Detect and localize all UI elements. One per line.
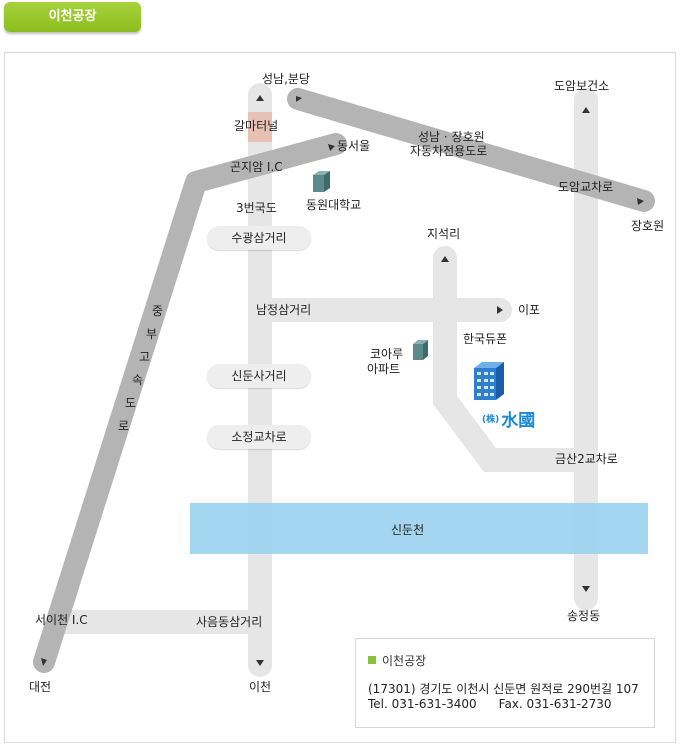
label-dongwon-univ: 동원대학교 (306, 198, 362, 212)
label-namjeong: 남정삼거리 (256, 303, 312, 317)
coaru-building (413, 340, 428, 360)
label-coaru-1: 코아루 (370, 347, 404, 361)
logo-prefix: (株) (482, 415, 500, 425)
jungbu-char-4: 속 (132, 373, 144, 387)
sojeong-junction: 소정교차로 (207, 425, 311, 449)
info-contact: Tel. 031-631-3400 Fax. 031-631-2730 (368, 697, 612, 711)
arrow-janghowon (637, 198, 644, 205)
factory-tab[interactable]: 이천공장 (4, 2, 141, 32)
jiseokri-road (433, 246, 598, 472)
label-sindun-stream: 신둔천 (391, 523, 425, 537)
label-jiseokri: 지석리 (427, 227, 461, 241)
label-ipo: 이포 (518, 303, 541, 317)
tunnel-mark (248, 112, 272, 142)
sugwang-junction: 수광삼거리 (207, 226, 311, 250)
info-tel: Tel. 031-631-3400 (368, 697, 477, 711)
arrow-up-doam (582, 107, 590, 113)
label-doam-junction: 도암교차로 (558, 180, 614, 194)
label-gonjiam-ic: 곤지암 I.C (230, 160, 283, 174)
label-hankook-dupont: 한국듀폰 (463, 332, 508, 346)
label-expressway-2: 자동차전용도로 (410, 144, 488, 158)
label-saeumdong: 사음동삼거리 (196, 615, 263, 629)
label-daejeon: 대전 (29, 680, 52, 694)
jungbu-char-1: 중 (152, 304, 164, 318)
jungbu-char-3: 고 (139, 350, 151, 364)
jungbu-char-5: 도 (125, 396, 137, 410)
company-logo: (株)水國 (482, 406, 535, 431)
logo-name: 水國 (501, 411, 536, 431)
jungbu-expressway-road (33, 133, 347, 673)
label-geumsan: 금산2교차로 (555, 452, 618, 466)
info-fax: Fax. 031-631-2730 (498, 697, 612, 711)
sindunsa-junction: 신둔사거리 (207, 364, 311, 388)
expressway-road (287, 88, 655, 212)
label-seongnam-bundang: 성남,분당 (262, 72, 310, 86)
green-square-icon (368, 656, 376, 664)
info-factory-name: 이천공장 (382, 654, 427, 668)
factory-building (474, 362, 504, 400)
label-janghowon: 장호원 (631, 219, 665, 233)
label-songjeong: 송정동 (567, 609, 601, 623)
label-galmateoneol: 갈마터널 (234, 119, 279, 133)
address-info-box: 이천공장 (17301) 경기도 이천시 신둔면 원적로 290번길 107 T… (355, 638, 655, 728)
label-doam-health: 도암보건소 (554, 79, 610, 93)
sindun-stream (190, 503, 648, 554)
label-route3: 3번국도 (236, 201, 277, 215)
arrow-down-songjeong (582, 586, 590, 592)
arrow-left-seongnam (296, 96, 302, 102)
label-expressway-1: 성남 · 장호원 (418, 130, 485, 144)
jungbu-char-2: 부 (146, 327, 158, 341)
arrow-up-seongnam (256, 95, 264, 101)
label-icheon: 이천 (249, 680, 272, 694)
arrow-down-icheon (256, 660, 264, 666)
jungbu-char-6: 로 (118, 419, 130, 433)
label-dongseoul: 동서울 (337, 139, 371, 153)
arrow-right-ipo (497, 306, 503, 314)
arrow-daejeon (41, 658, 47, 666)
dongwon-univ-building (313, 171, 330, 192)
label-coaru-2: 아파트 (367, 362, 401, 376)
label-seoicheon-ic: 서이천 I.C (35, 613, 88, 627)
arrow-up-jiseokri (441, 256, 449, 262)
map-frame (4, 52, 676, 743)
arrow-dongseoul (328, 144, 335, 151)
info-address: (17301) 경기도 이천시 신둔면 원적로 290번길 107 (368, 682, 639, 696)
